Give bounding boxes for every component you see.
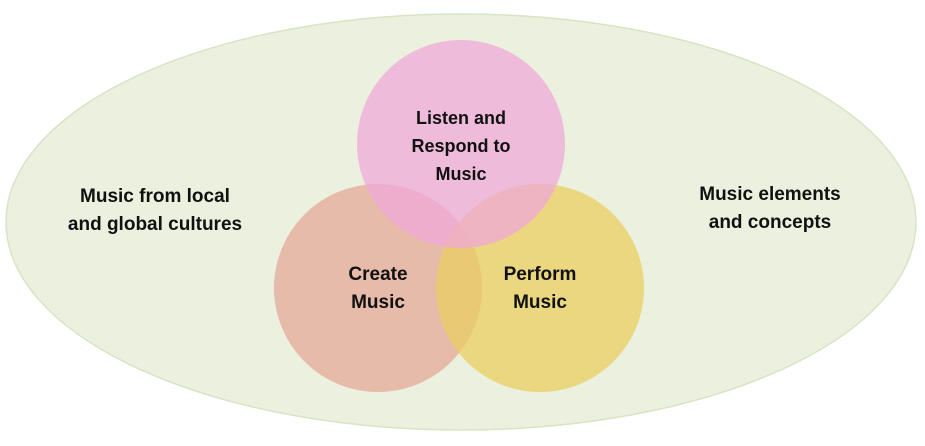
local-global-line-1: Music from local	[80, 186, 230, 207]
perform-line-2: Music	[513, 292, 567, 313]
create-line-2: Music	[351, 292, 405, 313]
listen-respond-label: Listen and Respond to Music	[361, 104, 561, 188]
listen-line-2: Respond to	[411, 136, 511, 156]
local-global-cultures-label: Music from local and global cultures	[40, 183, 270, 239]
listen-line-1: Listen and	[415, 108, 506, 128]
perform-music-label: Perform Music	[480, 261, 600, 317]
perform-line-1: Perform	[503, 264, 577, 285]
listen-respond-circle	[357, 40, 565, 248]
listen-line-3: Music	[435, 164, 487, 184]
create-line-1: Create	[348, 264, 408, 285]
elements-concepts-label: Music elements and concepts	[655, 181, 885, 237]
local-global-line-2: and global cultures	[67, 214, 243, 235]
elements-concepts-line-2: and concepts	[708, 212, 832, 233]
elements-concepts-line-1: Music elements	[699, 184, 841, 205]
create-music-label: Create Music	[318, 261, 438, 317]
